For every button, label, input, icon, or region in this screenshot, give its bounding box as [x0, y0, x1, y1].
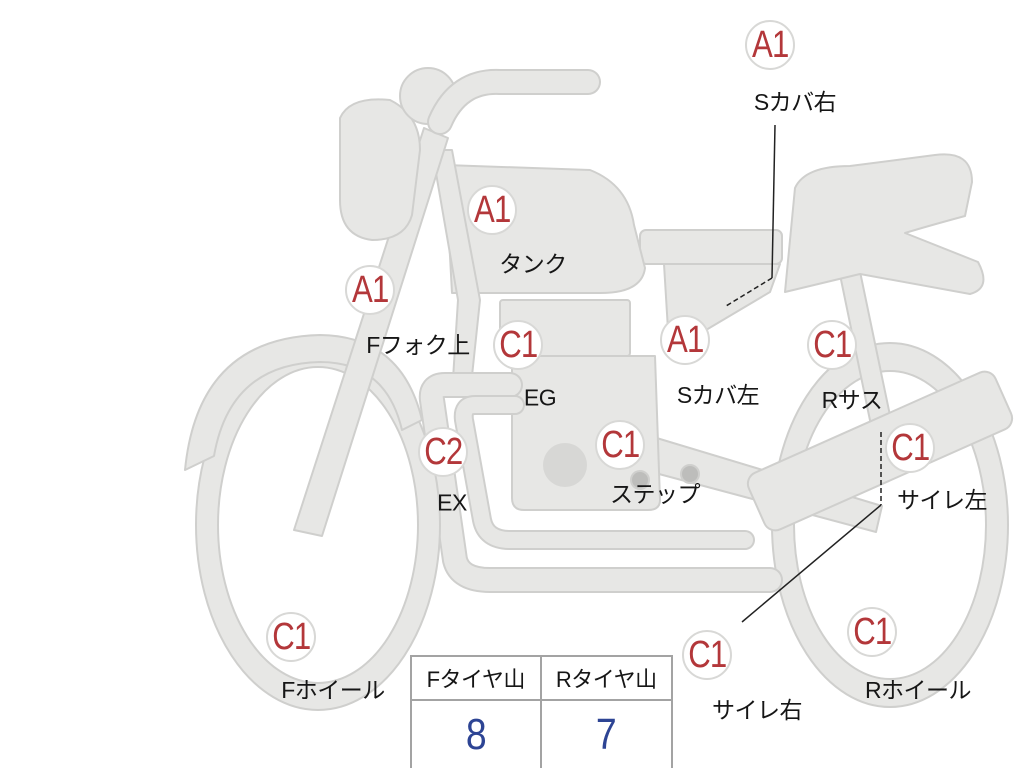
label-rear-suspension: Rサス: [821, 387, 883, 413]
label-front-wheel: Fホイール: [281, 677, 385, 703]
badge-front-wheel: C1: [266, 612, 316, 662]
grade-text: C1: [812, 324, 852, 366]
label-exhaust: EX: [437, 489, 467, 516]
rear-tire-header: Rタイヤ山: [541, 657, 671, 701]
label-tank: タンク: [499, 251, 567, 277]
grade-text: A1: [751, 24, 789, 66]
side-cover: [639, 229, 783, 265]
grade-text: C1: [271, 616, 311, 658]
badge-step: C1: [595, 420, 645, 470]
badge-silencer-right: C1: [682, 630, 732, 680]
tire-tread-table: Fタイヤ山 Rタイヤ山 8 7: [410, 655, 673, 768]
label-side-cover-left: Sカバ左: [676, 382, 760, 408]
grade-text: C1: [687, 634, 727, 676]
rear-tire-cell: 7: [542, 701, 672, 768]
grade-text: A1: [666, 319, 704, 361]
badge-rear-wheel: C1: [847, 607, 897, 657]
grade-text: C2: [423, 431, 463, 473]
badge-rear-suspension: C1: [807, 320, 857, 370]
badge-tank: A1: [467, 185, 517, 235]
label-step: ステップ: [610, 481, 701, 507]
badge-front-fork-upper: A1: [345, 265, 395, 315]
label-side-cover-right: Sカバ右: [753, 89, 837, 115]
grade-text: A1: [351, 269, 389, 311]
label-engine: EG: [523, 384, 557, 411]
label-silencer-left: サイレ左: [897, 487, 988, 513]
front-tire-header: Fタイヤ山: [412, 657, 542, 701]
handlebar: [427, 68, 601, 135]
badge-engine: C1: [493, 320, 543, 370]
muffler: [746, 370, 1014, 532]
label-front-fork-upper: Fフォク上: [366, 332, 470, 358]
leader-lines: [725, 124, 882, 623]
headlight-cowl: [339, 98, 421, 241]
label-silencer-right: サイレ右: [712, 697, 803, 723]
badge-side-cover-left: A1: [660, 315, 710, 365]
grade-text: A1: [473, 189, 511, 231]
label-rear-wheel: Rホイール: [864, 677, 972, 703]
badge-side-cover-right: A1: [745, 20, 795, 70]
footpeg: [680, 464, 700, 484]
grade-text: C1: [890, 427, 930, 469]
grade-text: C1: [498, 324, 538, 366]
front-tire-value: 8: [465, 709, 487, 759]
seat: [784, 153, 985, 295]
grade-text: C1: [852, 611, 892, 653]
front-tire-cell: 8: [412, 701, 542, 768]
badge-silencer-left: C1: [885, 423, 935, 473]
exhaust-pipes: [418, 372, 783, 593]
rear-tire-value: 7: [595, 709, 617, 759]
footpeg: [630, 470, 650, 490]
grade-text: C1: [600, 424, 640, 466]
badge-exhaust: C2: [418, 427, 468, 477]
